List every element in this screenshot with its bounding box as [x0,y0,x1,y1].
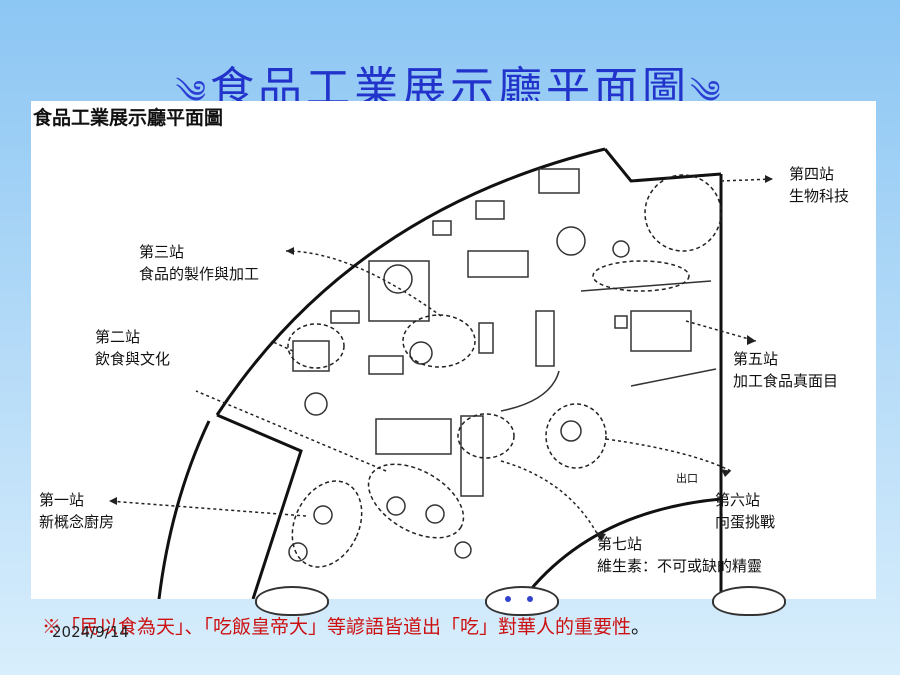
arrowhead [747,335,756,345]
floor-plan-panel: 食品工業展示廳平面圖 第三站 食品的製作與加工 第二站 飲食與文化 第一站 新概… [31,101,876,599]
arrow-path-7 [605,438,732,472]
exhibit-box [432,220,452,236]
top-wall [603,148,722,183]
zone-station6 [545,403,607,469]
station-5-label: 第五站 加工食品真面目 [733,350,839,390]
exhibit-box [460,415,484,497]
exit-label: 出口 [676,472,698,485]
footer-note: ※「民以食為天」、「吃飯皇帝大」等諺語皆道出「吃」對華人的重要性。 [42,616,651,638]
bottom-arc-wall [521,497,722,599]
arrowhead [286,247,294,255]
cloud-icon [712,586,786,616]
outer-wall [215,147,606,416]
arrow-path-5 [720,178,774,182]
exhibit-round [612,240,630,258]
arrowhead [109,497,117,505]
arrow-path-4 [285,250,442,317]
zone-station3 [402,314,476,368]
exhibit-round [383,264,413,294]
curved-rail [500,370,560,412]
arrowhead [765,175,773,183]
station-4-label: 第四站 生物科技 [789,165,850,205]
zone-station4 [644,174,722,252]
exhibit-box [535,310,555,367]
exhibit-round [425,504,445,524]
exhibit-box [478,322,494,354]
exhibit-box [614,315,628,329]
station-6-label: 第六站 向蛋挑戰 [715,491,776,531]
exhibit-box [330,310,360,324]
zone-station1 [291,480,363,568]
exhibit-box [630,310,692,352]
exhibit-box [368,260,430,322]
inner-arc-wall [157,420,211,599]
left-room-wall [216,413,303,599]
arrow-path-2 [195,390,387,472]
arrow-path-3 [270,340,294,352]
arrow-path-8 [500,460,602,542]
arrow-path-1 [108,500,307,517]
zone-station2 [287,323,345,369]
dot-icon [527,596,533,602]
cloud-icon [255,586,329,616]
exhibit-round [313,505,333,525]
exhibit-round [304,392,328,416]
station-1-label: 第一站 新概念廚房 [39,491,115,531]
exhibit-box [475,200,505,220]
arrow-path-6 [685,320,757,342]
arrowhead [596,532,606,541]
zone-station1b [367,463,465,539]
zone-station7 [457,413,515,459]
exhibit-box [538,168,580,194]
exhibit-round [454,541,472,559]
station-3-label: 第三站 食品的製作與加工 [139,243,260,283]
dot-icon [505,596,511,602]
slide-date: 2024/9/14 [52,623,129,641]
station-2-label: 第二站 飲食與文化 [95,328,171,368]
chain-rail [630,368,717,387]
map-heading: 食品工業展示廳平面圖 [33,107,224,129]
exhibit-round [409,341,433,365]
exhibit-box [375,418,452,455]
exhibit-round [288,542,308,562]
exhibit-box [292,340,330,372]
station-7-label: 第七站 維生素：不可或缺的精靈 [597,535,763,575]
exhibit-box [368,355,404,375]
chain-rail [580,280,712,292]
exhibit-round [560,420,582,442]
exhibit-round [386,496,406,516]
floor-plan-drawing [108,147,774,599]
exhibit-round [556,226,586,256]
zone-station5 [592,260,690,292]
cloud-icon [485,586,559,616]
arrowhead [721,469,731,477]
exhibit-box [467,250,529,278]
